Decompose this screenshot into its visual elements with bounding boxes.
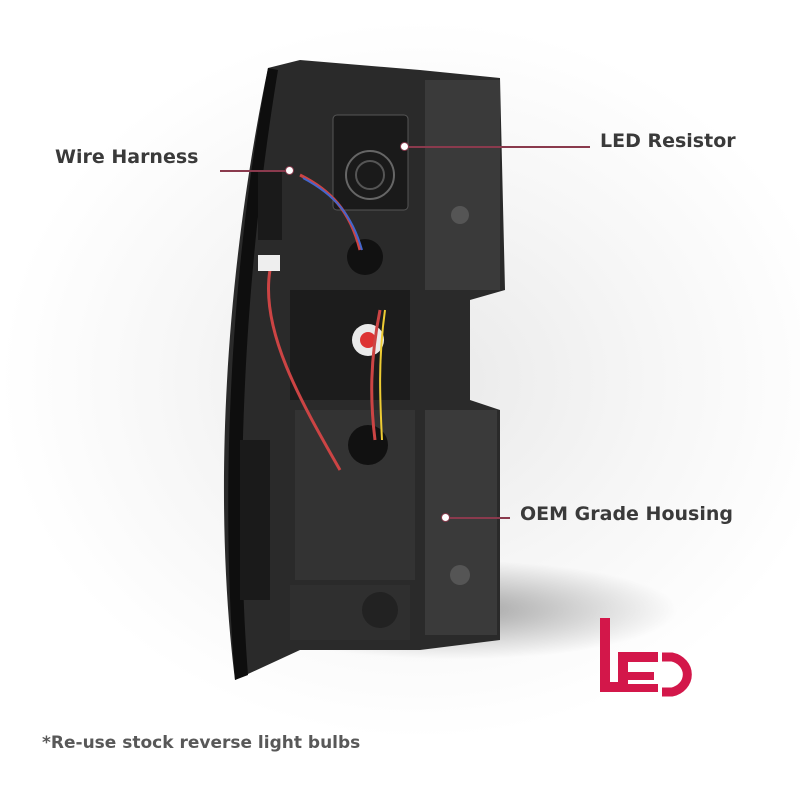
led-resistor-box [332, 114, 409, 211]
led-resistor-callout-dot [400, 142, 409, 151]
oem-housing-label: OEM Grade Housing [520, 503, 733, 525]
wire-harness-callout-line [220, 170, 288, 172]
middle-bulb-area [290, 290, 410, 400]
wire-harness-callout-dot [285, 166, 294, 175]
resistor-fan [345, 150, 395, 200]
oem-housing-callout-dot [441, 513, 450, 522]
led-resistor-label: LED Resistor [600, 130, 736, 152]
left-grille [240, 170, 282, 600]
oem-housing-callout-line [446, 517, 510, 519]
wire-harness-label: Wire Harness [55, 146, 199, 168]
reverse-bulb-note: *Re-use stock reverse light bulbs [42, 733, 361, 753]
right-flange [425, 80, 500, 290]
led-logo [600, 618, 692, 697]
led-resistor-callout-line [405, 146, 590, 148]
right-flange-lower [425, 410, 497, 635]
